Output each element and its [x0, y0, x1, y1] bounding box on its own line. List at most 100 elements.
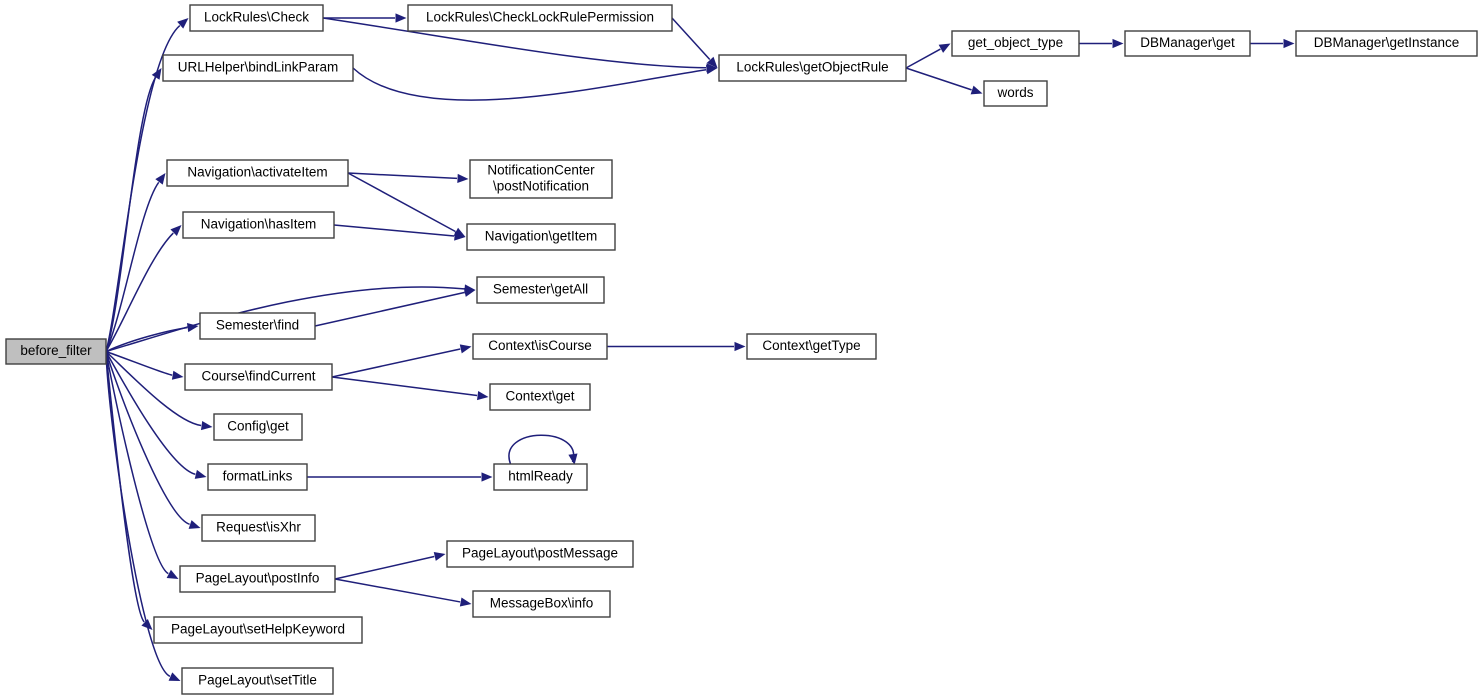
edge-checklockperm-to-getobjectrule	[671, 17, 718, 68]
edge-before_filter-to-plsettitle	[105, 351, 181, 681]
node-label: before_filter	[20, 343, 92, 358]
node-ctxiscourse[interactable]: Context\isCourse	[472, 333, 608, 360]
node-dbmget[interactable]: DBManager\get	[1124, 30, 1251, 57]
arrow-head	[734, 341, 746, 352]
node-get_object_type[interactable]: get_object_type	[951, 30, 1080, 57]
node-label: DBManager\get	[1140, 35, 1235, 50]
node-label: LockRules\getObjectRule	[736, 60, 888, 75]
node-box	[201, 514, 316, 542]
arrow-head	[194, 469, 207, 479]
arrow-head	[970, 85, 983, 95]
edge-lockcheck-to-checklockperm	[323, 13, 407, 23]
node-box	[1124, 30, 1251, 57]
node-box	[466, 223, 616, 251]
arrow-head	[705, 65, 718, 75]
node-label: Semester\getAll	[493, 282, 588, 297]
node-label: Navigation\activateItem	[187, 165, 327, 180]
arrow-head	[166, 569, 179, 579]
node-configget[interactable]: Config\get	[213, 413, 303, 441]
arrow-head	[481, 472, 493, 482]
node-box	[489, 383, 591, 411]
arrow-head	[457, 173, 469, 184]
node-semgetall[interactable]: Semester\getAll	[476, 276, 605, 304]
edge-plpostinfo-to-msgboxinfo	[334, 578, 472, 607]
node-coursefind[interactable]: Course\findCurrent	[184, 363, 333, 391]
node-dbmgetinst[interactable]: DBManager\getInstance	[1295, 30, 1478, 57]
node-label: Context\get	[505, 389, 574, 404]
arrow-head	[395, 13, 407, 23]
arrow-head	[459, 344, 472, 354]
node-box	[166, 159, 349, 187]
edge-before_filter-to-navactivate	[105, 173, 166, 352]
node-box	[179, 565, 336, 593]
node-navget[interactable]: Navigation\getItem	[466, 223, 616, 251]
node-label: Navigation\hasItem	[201, 217, 317, 232]
edge-navhas-to-navget	[333, 224, 466, 241]
edge-getobjectrule-to-words	[905, 67, 983, 95]
node-label: Semester\find	[216, 318, 299, 333]
edge-before_filter-to-reqisxhr	[105, 351, 201, 529]
node-label: PageLayout\setHelpKeyword	[171, 622, 345, 637]
node-checklockperm[interactable]: LockRules\CheckLockRulePermission	[407, 4, 673, 32]
node-label: \postNotification	[493, 179, 589, 194]
node-box	[472, 333, 608, 360]
edge-before_filter-to-semfind	[105, 322, 199, 353]
arrow-head	[170, 225, 182, 236]
edge-plpostinfo-to-plpostmsg	[334, 551, 446, 580]
arrow-head	[168, 672, 181, 681]
node-box	[189, 4, 324, 32]
node-plpostinfo[interactable]: PageLayout\postInfo	[179, 565, 336, 593]
node-navactivate[interactable]: Navigation\activateItem	[166, 159, 349, 187]
arrow-head	[155, 173, 166, 185]
node-htmlready[interactable]: htmlReady	[493, 463, 588, 491]
node-navhas[interactable]: Navigation\hasItem	[182, 211, 335, 239]
edge-coursefind-to-ctxget	[331, 376, 489, 401]
arrow-head	[186, 322, 199, 333]
node-ctxgettype[interactable]: Context\getType	[746, 333, 877, 360]
edge-urlhelper-to-getobjectrule	[352, 65, 718, 101]
node-box	[407, 4, 673, 32]
edge-coursefind-to-ctxiscourse	[331, 344, 472, 378]
node-label: Config\get	[227, 419, 289, 434]
node-formatlinks[interactable]: formatLinks	[207, 463, 308, 491]
node-plsethelp[interactable]: PageLayout\setHelpKeyword	[153, 616, 363, 644]
node-box	[162, 54, 354, 82]
node-box	[476, 276, 605, 304]
edge-before_filter-to-configget	[105, 350, 213, 431]
node-plpostmsg[interactable]: PageLayout\postMessage	[446, 540, 634, 568]
node-before_filter[interactable]: before_filter	[5, 338, 107, 365]
node-lockcheck[interactable]: LockRules\Check	[189, 4, 324, 32]
node-msgboxinfo[interactable]: MessageBox\info	[472, 590, 611, 618]
edge-layer	[105, 13, 1295, 681]
arrow-head	[568, 453, 578, 465]
edge-formatlinks-to-htmlready	[307, 472, 493, 482]
node-box	[746, 333, 877, 360]
node-getobjectrule[interactable]: LockRules\getObjectRule	[718, 54, 907, 82]
arrow-head	[459, 597, 472, 607]
node-reqisxhr[interactable]: Request\isXhr	[201, 514, 316, 542]
node-notifcenter[interactable]: NotificationCenter\postNotification	[469, 159, 613, 199]
node-label: Request\isXhr	[216, 520, 301, 535]
node-label: DBManager\getInstance	[1314, 35, 1460, 50]
node-box	[983, 80, 1048, 107]
arrow-head	[706, 56, 718, 68]
node-box	[153, 616, 363, 644]
node-box	[493, 463, 588, 491]
node-label: Navigation\getItem	[485, 229, 598, 244]
node-box	[446, 540, 634, 568]
node-semfind[interactable]: Semester\find	[199, 312, 316, 340]
node-label: PageLayout\setTitle	[198, 673, 317, 688]
node-words[interactable]: words	[983, 80, 1048, 107]
arrow-head	[1112, 38, 1124, 49]
edge-before_filter-to-navhas	[105, 225, 182, 352]
node-label: get_object_type	[968, 35, 1063, 50]
node-urlhelper[interactable]: URLHelper\bindLinkParam	[162, 54, 354, 82]
node-label: Context\getType	[762, 338, 860, 353]
node-plsettitle[interactable]: PageLayout\setTitle	[181, 667, 334, 695]
node-label: words	[996, 85, 1033, 100]
arrow-head	[433, 551, 446, 561]
node-label: LockRules\Check	[204, 10, 309, 25]
node-ctxget[interactable]: Context\get	[489, 383, 591, 411]
node-layer: before_filter LockRules\Check LockRules\Ch…	[5, 4, 1478, 695]
